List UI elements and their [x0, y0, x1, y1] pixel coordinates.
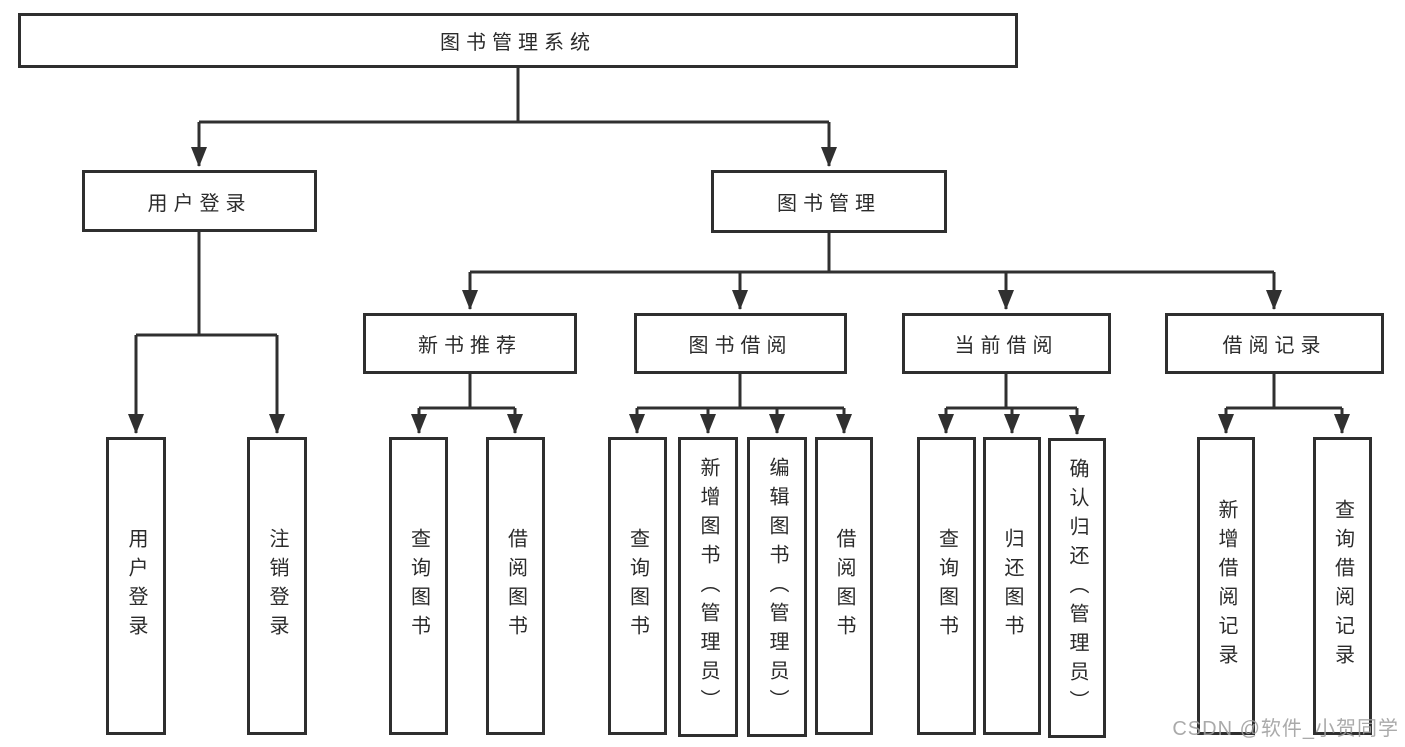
node-label: 编辑图书（管理员）: [766, 456, 788, 718]
leaf-borrow-query-books: 查询图书: [608, 437, 667, 735]
node-label: 归还图书: [1001, 528, 1023, 644]
node-label: 图书管理: [777, 193, 881, 215]
node-library-management-system: 图书管理系统: [18, 13, 1018, 68]
node-new-book-recommend: 新书推荐: [363, 313, 577, 374]
node-label: 用户登录: [147, 192, 252, 215]
node-label: 图书借阅: [688, 335, 793, 357]
node-label: 查询借阅记录: [1331, 499, 1354, 673]
node-label: 新增图书（管理员）: [697, 456, 719, 718]
leaf-borrow-edit-books-admin: 编辑图书（管理员）: [747, 437, 807, 737]
leaf-current-confirm-return-admin: 确认归还（管理员）: [1048, 438, 1106, 738]
node-user-login: 用户登录: [82, 170, 317, 232]
csdn-watermark: CSDN @软件_小贺同学: [1172, 718, 1399, 740]
node-book-management: 图书管理: [711, 170, 947, 233]
leaf-current-query-books: 查询图书: [917, 437, 976, 735]
node-book-borrow: 图书借阅: [634, 313, 847, 374]
leaf-borrow-borrow-books: 借阅图书: [815, 437, 873, 735]
leaf-current-return-books: 归还图书: [983, 437, 1041, 735]
node-current-borrow: 当前借阅: [902, 313, 1111, 374]
node-label: 当前借阅: [954, 335, 1059, 357]
node-label: 新增借阅记录: [1215, 499, 1237, 673]
node-label: 查询图书: [626, 528, 649, 644]
node-label: 借阅图书: [504, 528, 527, 644]
node-label: 用户登录: [125, 528, 147, 644]
node-label: 借阅图书: [833, 528, 855, 644]
node-label: 借阅记录: [1222, 335, 1327, 357]
leaf-records-add-borrow-record: 新增借阅记录: [1197, 437, 1255, 735]
node-label: 图书管理系统: [440, 32, 596, 54]
node-label: 查询图书: [407, 528, 430, 644]
leaf-logout: 注销登录: [247, 437, 307, 735]
leaf-borrow-add-books-admin: 新增图书（管理员）: [678, 437, 738, 737]
node-label: 确认归还（管理员）: [1066, 457, 1088, 719]
leaf-newbook-query-books: 查询图书: [389, 437, 448, 735]
leaf-user-login: 用户登录: [106, 437, 166, 735]
node-label: 查询图书: [935, 528, 958, 644]
node-label: 新书推荐: [418, 335, 522, 357]
leaf-newbook-borrow-books: 借阅图书: [486, 437, 545, 735]
leaf-records-query-borrow-record: 查询借阅记录: [1313, 437, 1372, 735]
node-borrow-records: 借阅记录: [1165, 313, 1384, 374]
node-label: 注销登录: [266, 528, 288, 644]
